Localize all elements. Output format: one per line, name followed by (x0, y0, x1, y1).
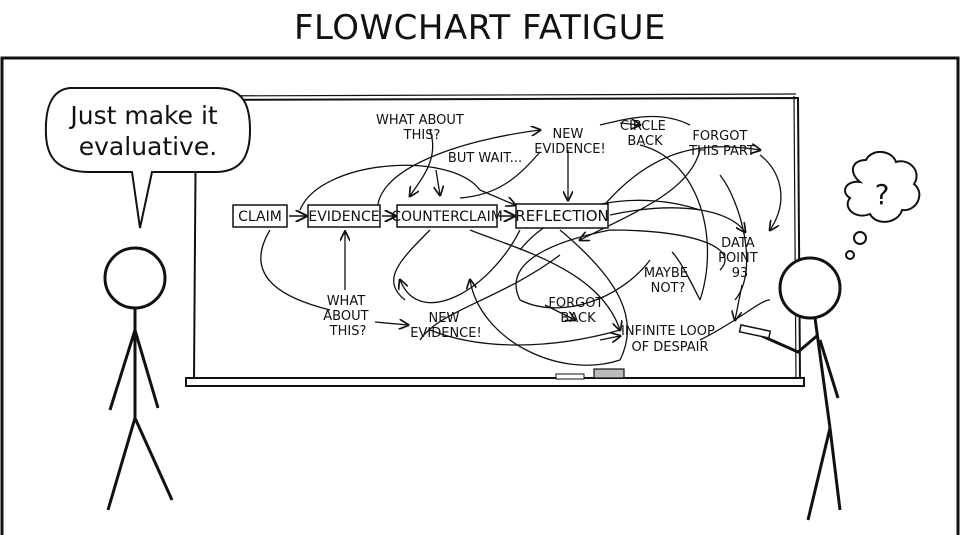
eraser (593, 368, 625, 379)
box-evidence (307, 204, 381, 228)
stick-figure-right (761, 256, 842, 521)
head-right (778, 256, 842, 320)
marker-in-hand (738, 324, 772, 339)
thought-bubble: ? (844, 151, 921, 260)
label-new-evidence-top: NEW EVIDENCE! (534, 127, 605, 157)
tangle-arrows (260, 115, 782, 366)
box-counterclaim (396, 204, 498, 228)
label-new-evidence-bottom: NEW EVIDENCE! (410, 311, 481, 341)
box-claim-label: CLAIM (238, 209, 282, 225)
comic-title: FLOWCHART FATIGUE (293, 8, 667, 48)
flowchart-main: CLAIM EVIDENCE COUNTERCLAIM REFLECTION (232, 203, 609, 229)
box-reflection-label: REFLECTION (515, 207, 608, 225)
label-but-wait: BUT WAIT... (448, 151, 522, 166)
marker-on-tray (555, 373, 585, 380)
thought-text: ? (875, 178, 890, 211)
box-evidence-label: EVIDENCE (308, 209, 379, 225)
label-data-point: DATA POINT 93 (718, 236, 762, 281)
speech-bubble: Just make it evaluative. (44, 87, 252, 229)
label-forgot-this-part: FORGOT THIS PART (688, 129, 755, 159)
speech-text: Just make it evaluative. (68, 101, 225, 161)
label-circle-back: CIRCLE BACK (620, 119, 670, 149)
label-what-about-top: WHAT ABOUT THIS? (376, 113, 468, 143)
whiteboard-tray (185, 377, 805, 387)
box-reflection (515, 203, 609, 229)
head-left (103, 246, 167, 310)
panel-border (0, 56, 960, 535)
label-maybe-not: MAYBE NOT? (644, 266, 692, 296)
label-forgot-back: FORGOT BACK (548, 296, 607, 326)
stick-figure-left (103, 246, 174, 511)
whiteboard (185, 93, 805, 387)
label-infinite-loop: INFINITE LOOP OF DESPAIR (621, 324, 719, 355)
box-counterclaim-label: COUNTERCLAIM (391, 209, 503, 225)
flowchart-labels: WHAT ABOUT THIS? NEW EVIDENCE! CIRCLE BA… (323, 113, 762, 355)
label-what-about-bottom: WHAT ABOUT THIS? (323, 294, 372, 339)
box-claim (232, 204, 288, 228)
